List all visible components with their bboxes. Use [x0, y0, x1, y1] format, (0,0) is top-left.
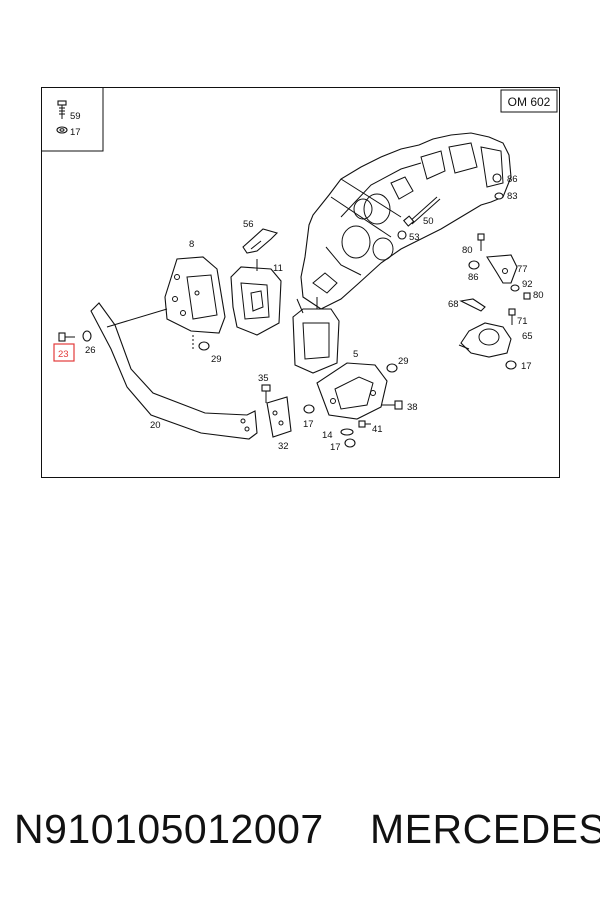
legend-box: 59 17	[41, 87, 104, 152]
callout-41: 41	[372, 424, 383, 435]
nut-86b-icon	[468, 260, 480, 270]
bolt-38-icon	[381, 400, 403, 410]
callout-92: 92	[522, 279, 533, 290]
nut-29b-icon	[386, 363, 398, 373]
engine-mount-11-icon	[230, 259, 282, 336]
bracket-56-icon	[242, 228, 279, 254]
callout-86a: 86	[507, 174, 518, 185]
callout-80b: 80	[533, 290, 544, 301]
bracket-8-icon	[164, 256, 226, 334]
bolt-41-icon	[358, 420, 371, 428]
washer-14-icon	[340, 428, 354, 436]
bolt-80a-icon	[477, 233, 485, 251]
callout-68: 68	[448, 299, 459, 310]
callout-80a: 80	[462, 245, 473, 256]
bolt-35-icon	[261, 384, 271, 403]
callout-20: 20	[150, 420, 161, 431]
bolt-23-icon	[58, 332, 75, 342]
callout-35: 35	[258, 373, 269, 384]
callout-5: 5	[353, 349, 358, 360]
bolt-50-icon	[402, 196, 441, 227]
parts-diagram-svg: 59 17 OM 602 86 83	[41, 87, 560, 478]
legend-bolt-label: 59	[70, 111, 81, 122]
callout-71: 71	[517, 316, 528, 327]
bolt-icon	[57, 100, 67, 119]
nut-53-icon	[397, 230, 407, 240]
callout-53: 53	[409, 232, 420, 243]
bracket-5-icon	[316, 362, 388, 420]
callout-50: 50	[423, 216, 434, 227]
callout-83: 83	[507, 191, 518, 202]
nut-17b-icon	[303, 404, 315, 414]
callout-29a: 29	[211, 354, 222, 365]
washer-92-icon	[510, 284, 520, 292]
legend-nut-label: 17	[70, 127, 81, 138]
callout-17a: 17	[521, 361, 532, 372]
crossmember-20-icon	[90, 302, 258, 440]
callout-8: 8	[189, 239, 194, 250]
bolt-86-icon	[492, 173, 502, 183]
callout-23: 23	[58, 349, 69, 360]
parts-diagram: 59 17 OM 602 86 83	[41, 87, 560, 478]
washer-26-icon	[82, 330, 92, 342]
callout-14: 14	[322, 430, 333, 441]
engine-code-box: OM 602	[500, 89, 558, 113]
engine-code-label: OM 602	[508, 95, 551, 109]
callout-26: 26	[85, 345, 96, 356]
clip-68-icon	[459, 298, 486, 312]
callout-32: 32	[278, 441, 289, 452]
diagram-border	[41, 87, 560, 478]
brand-name: MERCEDES	[370, 806, 600, 852]
nut-83-icon	[494, 192, 504, 200]
callout-86b: 86	[468, 272, 479, 283]
callout-11: 11	[273, 263, 283, 274]
nut-17c-icon	[344, 438, 356, 448]
plate-32-icon	[266, 396, 292, 438]
mount-65-icon	[458, 322, 512, 358]
nut-17a-icon	[505, 360, 517, 370]
callout-17b: 17	[303, 419, 314, 430]
part-number: N910105012007	[14, 806, 324, 852]
callout-77: 77	[517, 264, 528, 275]
nut-icon	[56, 126, 68, 134]
engine-mount-center-icon	[292, 297, 340, 374]
callout-29b: 29	[398, 356, 409, 367]
callout-65: 65	[522, 331, 533, 342]
callout-56: 56	[243, 219, 254, 230]
callout-38: 38	[407, 402, 418, 413]
callout-17c: 17	[330, 442, 341, 453]
footer: N910105012007 MERCEDES	[0, 800, 600, 860]
bracket-77-icon	[486, 254, 518, 284]
nut-29a-icon	[192, 335, 210, 351]
bolt-71-icon	[508, 308, 516, 325]
bolt-80b-icon	[523, 292, 531, 300]
highlight-box-23[interactable]	[53, 343, 75, 362]
